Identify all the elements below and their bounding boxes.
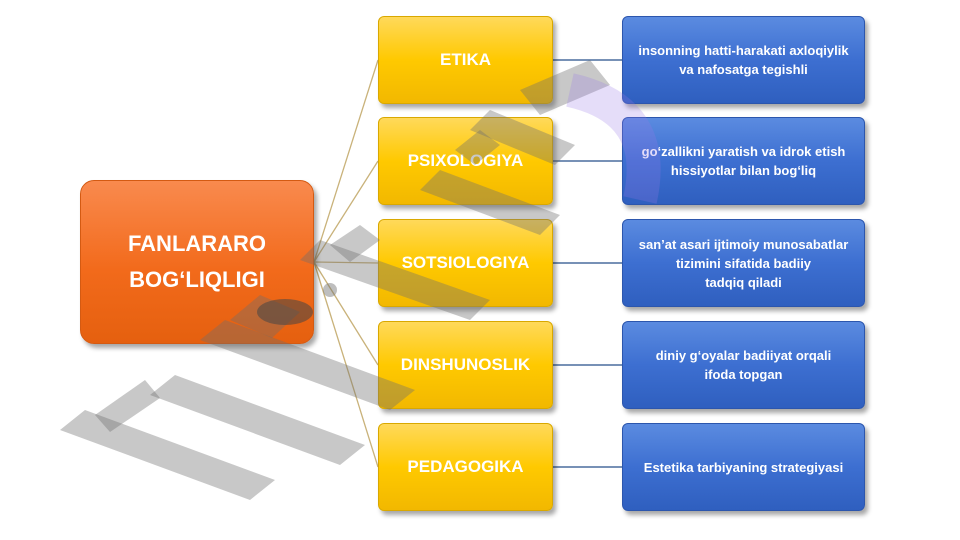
leaf-line: va nafosatga tegishli <box>679 62 808 77</box>
leaf-sotsiologiya: san’at asari ijtimoiy munosabatlar tizim… <box>622 219 865 307</box>
branch-label: PSIXOLOGIYA <box>407 151 524 170</box>
leaf-pedagogika: Estetika tarbiyaning strategiyasi <box>622 423 865 511</box>
connector-root-pedagogika <box>313 261 379 468</box>
leaf-line: san’at asari ijtimoiy munosabatlar <box>638 236 849 252</box>
branch-pedagogika: PEDAGOGIKA <box>378 423 553 511</box>
root-node: FANLARARO BOG‘LIQLIGI <box>80 180 314 344</box>
branch-psixologiya: PSIXOLOGIYA <box>378 117 553 205</box>
leaf-line: insonning hatti-harakati axloqiylik <box>638 43 849 58</box>
leaf-line: diniy g‘oyalar badiiyat orqali <box>655 348 832 363</box>
leaf-line: ifoda topgan <box>704 367 783 382</box>
leaf-dinshunoslik: diniy g‘oyalar badiiyat orqali ifoda top… <box>622 321 865 409</box>
branch-dinshunoslik: DINSHUNOSLIK <box>378 321 553 409</box>
connector-root-etika <box>313 59 379 263</box>
connector-root-psixologiya <box>313 160 379 263</box>
leaf-line: Estetika tarbiyaning strategiyasi <box>643 459 844 475</box>
leaf-line: tadqiq qiladi <box>705 274 782 290</box>
branch-sotsiologiya: SOTSIOLOGIYA <box>378 219 553 307</box>
leaf-etika: insonning hatti-harakati axloqiylik va n… <box>622 16 865 104</box>
root-line-1: FANLARARO <box>127 231 267 256</box>
branch-label: ETIKA <box>440 50 491 69</box>
connector-root-dinshunoslik <box>313 261 379 366</box>
branch-label: DINSHUNOSLIK <box>400 355 531 374</box>
root-line-2: BOG‘LIQLIGI <box>129 267 265 292</box>
leaf-line: hissiyotlar bilan bog‘liq <box>670 163 817 178</box>
branch-etika: ETIKA <box>378 16 553 104</box>
branch-label: PEDAGOGIKA <box>407 457 524 476</box>
connector-root-sotsiologiya <box>313 261 379 264</box>
leaf-psixologiya: go‘zallikni yaratish va idrok etish hiss… <box>622 117 865 205</box>
branch-label: SOTSIOLOGIYA <box>401 253 530 272</box>
leaf-line: go‘zallikni yaratish va idrok etish <box>641 144 846 159</box>
leaf-line: tizimini sifatida badiiy <box>675 255 812 271</box>
